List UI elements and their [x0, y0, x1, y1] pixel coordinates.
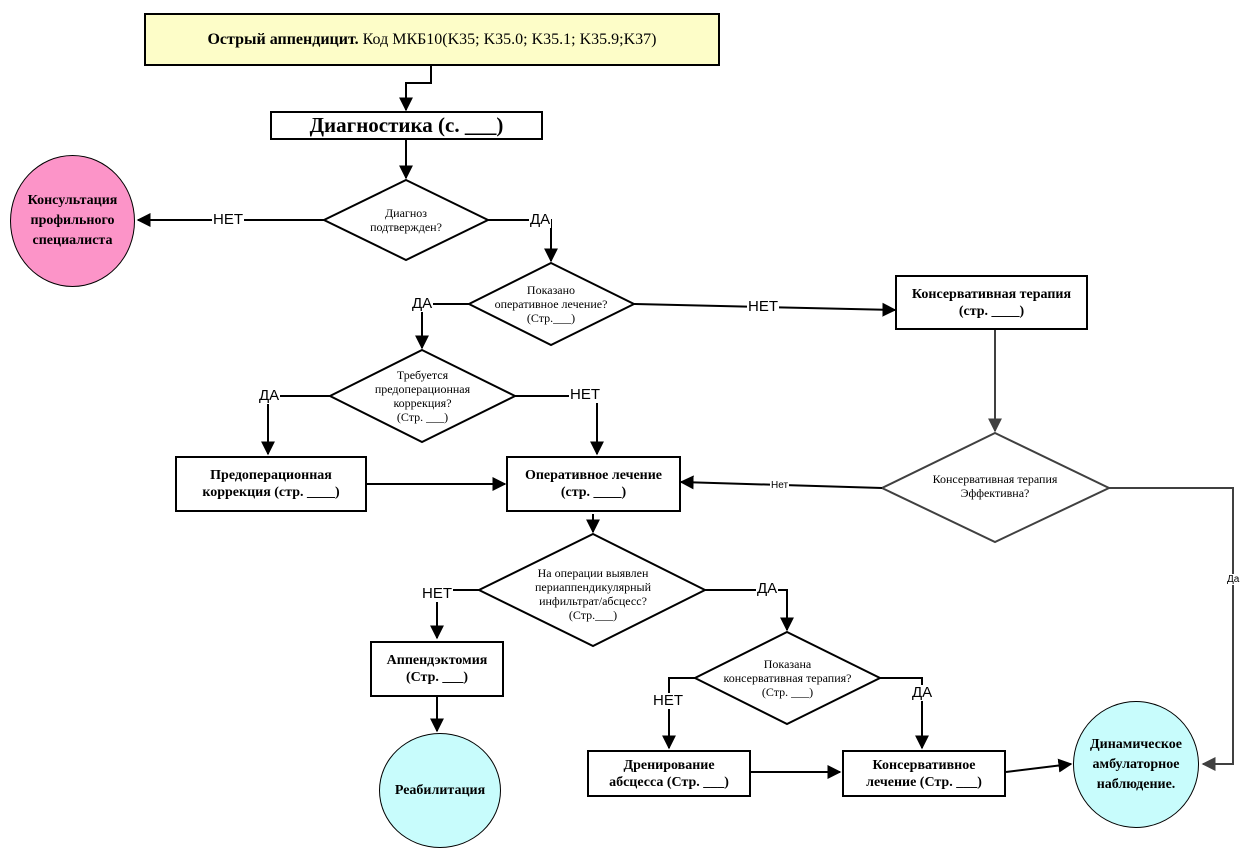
label-no-infiltrate: НЕТ — [421, 585, 453, 602]
edge-no-to-surgical — [515, 395, 604, 456]
diamond-diagnosis-confirmed — [321, 178, 491, 262]
label-yes-surgery: ДА — [411, 295, 434, 312]
conservative-therapy-box: Консервативная терапия (стр. ____) — [895, 275, 1088, 330]
preop-correction-box: Предоперационная коррекция (стр. ____) — [175, 456, 367, 512]
diamond-conservative-effective — [879, 431, 1112, 544]
rehabilitation-circle: Реабилитация — [379, 733, 501, 848]
surgery-indicated-text: Показано оперативное лечение? (Стр.___) — [494, 283, 608, 325]
label-effective: Да — [1226, 574, 1241, 585]
label-not-effective: Нет — [770, 480, 790, 491]
edge-yes-to-preop-correction — [261, 395, 330, 456]
consultation-circle: Консультация профильного специалиста — [10, 155, 135, 287]
diamond-infiltrate-found — [476, 532, 708, 648]
infiltrate-found-text: На операции выявлен периаппендикулярный … — [534, 566, 651, 622]
edge-yes-to-conservative-treatment — [880, 677, 929, 750]
title-bold: Острый аппендицит. — [207, 30, 359, 48]
label-yes-conservative: ДА — [911, 684, 934, 701]
conservative-treatment-box: Консервативное лечение (Стр. ___) — [842, 750, 1006, 797]
diamond-preop-required — [327, 348, 518, 444]
diagnostics-box: Диагностика (с. ___) — [270, 111, 543, 140]
label-no-conservative: НЕТ — [652, 692, 684, 709]
edge-no-to-drainage — [662, 677, 695, 750]
preop-required-text: Требуется предоперационная коррекция? (С… — [374, 368, 471, 424]
edge-title-to-diagnostics — [399, 66, 432, 112]
edge-effective-to-observation — [1109, 487, 1234, 771]
title-code: Код МКБ10(K35; K35.0; K35.1; K35.9;K37) — [358, 30, 657, 48]
label-yes-diag: ДА — [529, 211, 552, 228]
appendectomy-box: Аппендэктомия (Стр. ___) — [370, 641, 504, 697]
conservative-indicated-text: Показана консервативная терапия? (Стр. _… — [723, 657, 852, 699]
label-yes-infiltrate: ДА — [756, 580, 779, 597]
diagnosis-confirmed-text: Диагноз подтвержден? — [370, 206, 442, 234]
title-box: Острый аппендицит. Код МКБ10(K35; K35.0;… — [144, 13, 720, 66]
label-yes-preop: ДА — [258, 387, 281, 404]
diamond-conservative-indicated — [692, 630, 883, 726]
outpatient-observation-circle: Динамическое амбулаторное наблюдение. — [1073, 701, 1199, 828]
abscess-drainage-box: Дренирование абсцесса (Стр. ___) — [587, 750, 751, 797]
diamond-surgery-indicated — [466, 261, 637, 347]
edge-yes-to-conservative-indicated — [705, 589, 794, 632]
label-no-preop: НЕТ — [569, 386, 601, 403]
label-no-surgery: НЕТ — [747, 298, 779, 315]
label-no-consult: НЕТ — [212, 211, 244, 228]
conservative-effective-text: Консервативная терапия Эффективна? — [932, 472, 1058, 500]
surgical-treatment-box: Оперативное лечение (стр. ____) — [506, 456, 681, 512]
edge-conservative-to-observation — [1005, 758, 1073, 773]
